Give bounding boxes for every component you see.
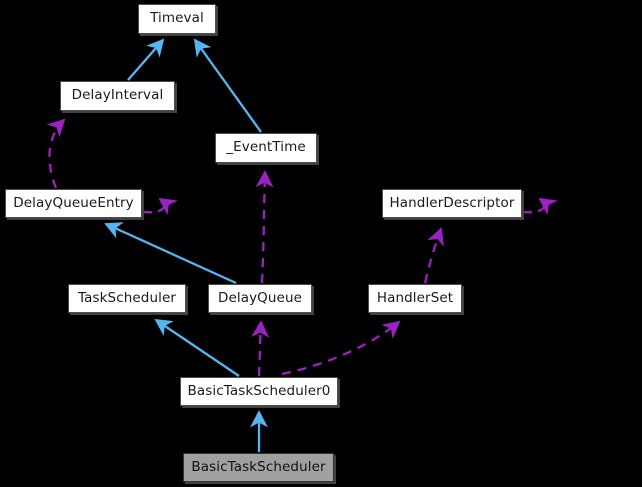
edge-basictaskscheduler0-to-delayqueue bbox=[251, 320, 270, 377]
class-node-taskscheduler[interactable]: TaskScheduler bbox=[68, 284, 186, 313]
class-node-handlerdescriptor[interactable]: HandlerDescriptor bbox=[382, 189, 522, 218]
edge-basictaskscheduler0-to-handlerset bbox=[281, 320, 401, 376]
class-node-label: _EventTime bbox=[226, 139, 306, 156]
class-node-timeval[interactable]: Timeval bbox=[138, 4, 216, 34]
edge-delayqueue-to-eventtime bbox=[255, 170, 274, 284]
class-node-label: DelayQueue bbox=[217, 289, 303, 306]
edge-delayqueue-to-delayqueueentry bbox=[104, 222, 237, 285]
edge-delayqueueentry-to-delayinterval bbox=[46, 118, 66, 189]
edge-delayqueueentry-self-loop bbox=[143, 197, 178, 216]
class-node-label: BasicTaskScheduler bbox=[191, 458, 326, 475]
class-node-label: TaskScheduler bbox=[77, 289, 177, 306]
edge-eventtime-to-timeval bbox=[193, 38, 262, 133]
class-node-basictaskscheduler0[interactable]: BasicTaskScheduler0 bbox=[180, 377, 338, 406]
class-node-label: DelayQueueEntry bbox=[13, 194, 134, 211]
class-node-delayqueue[interactable]: DelayQueue bbox=[208, 284, 312, 313]
edge-basictaskscheduler0-to-taskscheduler bbox=[154, 318, 240, 377]
edge-delayinterval-to-timeval bbox=[127, 38, 165, 81]
class-node-eventtime[interactable]: _EventTime bbox=[215, 133, 317, 163]
class-node-label: Timeval bbox=[150, 10, 204, 27]
class-node-delayqueueentry[interactable]: DelayQueueEntry bbox=[5, 189, 142, 218]
class-node-handlerset[interactable]: HandlerSet bbox=[368, 284, 462, 313]
class-node-delayinterval[interactable]: DelayInterval bbox=[60, 81, 175, 111]
class-node-label: HandlerDescriptor bbox=[389, 194, 515, 211]
class-node-basictaskscheduler[interactable]: BasicTaskScheduler bbox=[183, 453, 334, 482]
class-node-label: DelayInterval bbox=[71, 87, 164, 104]
edge-handlerdescriptor-self-loop bbox=[523, 197, 558, 216]
class-node-label: BasicTaskScheduler0 bbox=[187, 382, 331, 399]
edge-handlerset-to-handlerdescriptor bbox=[423, 227, 444, 284]
class-node-label: HandlerSet bbox=[376, 289, 454, 306]
